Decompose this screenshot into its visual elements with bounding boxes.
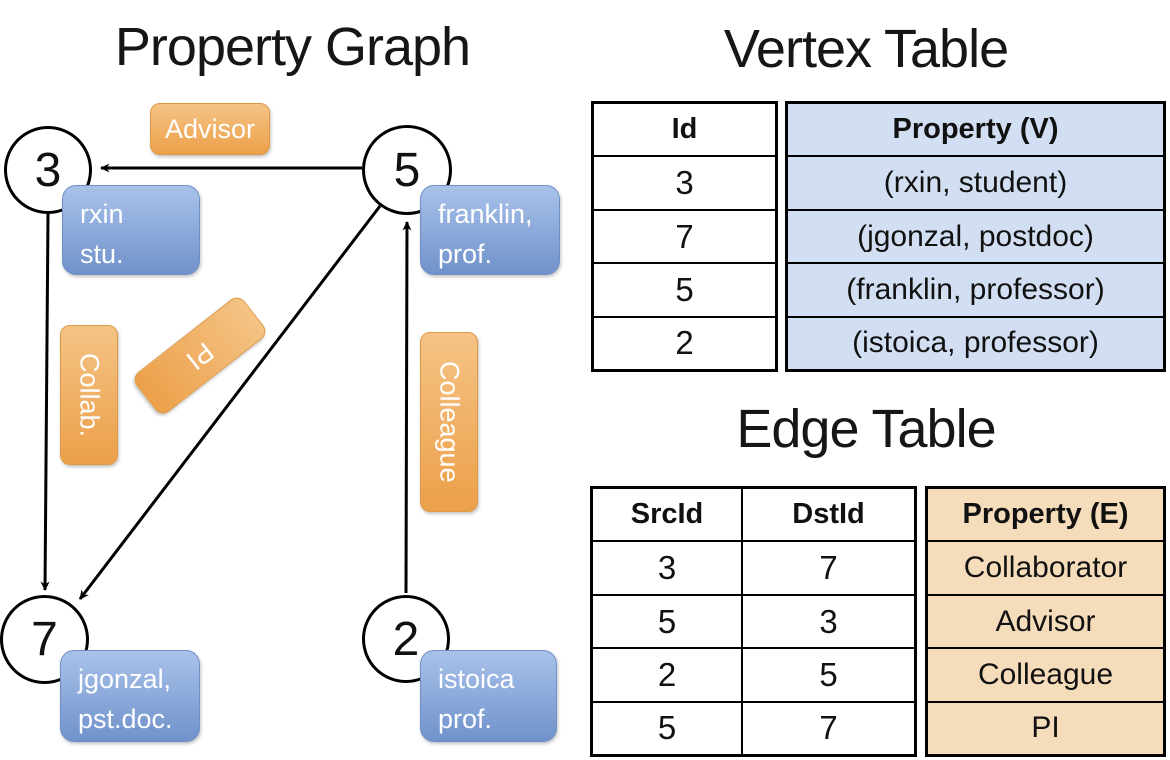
edge-table-cell: Advisor [928,595,1163,650]
edge-table-row: 3 7 [593,542,914,596]
vertex-label-jgonzal: jgonzal, pst.doc. [60,650,200,742]
node-id: 3 [34,143,62,197]
edge-table-row: 5 7 [593,702,914,755]
edge-table-row: 5 3 [593,595,914,650]
edge-table-cell: 3 [593,542,743,594]
vertex-label-rxin: rxin stu. [62,185,200,275]
vertex-label-line: istoica [438,664,515,694]
vertex-label-line: stu. [80,239,124,269]
vertex-label-line: jgonzal, [78,664,172,694]
edge-table-title: Edge Table [736,399,996,459]
edge-table-cell: Collaborator [928,542,1163,596]
edge-table-header-property: Property (E) [928,489,1163,543]
edge-table-header-dstid: DstId [792,498,865,531]
vertex-table-cell: (istoica, professor) [788,317,1163,370]
vertex-table-cell: 3 [594,157,775,211]
edge-2-to-5 [402,221,412,594]
vertex-table-header-property: Property (V) [788,104,1163,158]
vertex-table-cell: (rxin, student) [788,157,1163,211]
vertex-table-id-column: Id 3 7 5 2 [591,101,778,372]
vertex-table-cell: 5 [594,264,775,318]
edge-table-cell: Colleague [928,649,1163,703]
edge-table-cell: PI [928,702,1163,755]
vertex-table-cell: (franklin, professor) [788,264,1163,318]
vertex-table-cell: 7 [594,211,775,265]
edge-table-cell: 2 [593,649,743,701]
edge-table-cell: 5 [593,595,743,648]
node-id: 2 [392,612,420,666]
edge-label-collab: Collab. [60,325,118,465]
vertex-label-istoica: istoica prof. [420,650,557,742]
edge-table-header-srcid: SrcId [593,489,743,541]
node-id: 7 [31,613,58,666]
edge-label-advisor: Advisor [150,103,270,155]
vertex-table-property-column: Property (V) (rxin, student) (jgonzal, p… [785,101,1166,372]
vertex-table-header-id: Id [594,104,775,158]
vertex-table-title: Vertex Table [723,19,1009,79]
vertex-label-franklin: franklin, prof. [420,185,560,275]
graph-node-5: 5 [362,125,452,215]
vertex-table-cell: 2 [675,324,694,362]
edge-table-cell: 7 [819,709,838,747]
edge-table-row: 2 5 [593,649,914,703]
property-graph-title: Property Graph [114,17,471,77]
vertex-table-cell: (jgonzal, postdoc) [788,210,1163,265]
edge-table-cell: 7 [819,549,838,587]
edge-table-property-column: Property (E) Collaborator Advisor Collea… [925,486,1166,757]
edge-table-cell: 5 [593,702,743,755]
edge-label-colleague: Colleague [420,332,478,512]
vertex-label-line: franklin, [438,199,533,229]
edge-3-to-7 [40,213,50,591]
vertex-label-line: prof. [438,704,493,734]
edge-table-cell: 5 [819,655,838,693]
vertex-label-line: pst.doc. [78,704,173,734]
edge-table-id-columns: SrcId DstId 3 7 5 3 2 5 5 7 [590,486,917,757]
vertex-label-line: rxin [80,199,124,229]
graph-node-2: 2 [362,595,450,683]
edge-table-header-row: SrcId DstId [593,489,914,543]
node-id: 5 [393,143,421,197]
edge-5-to-7 [78,205,382,600]
vertex-label-line: prof. [438,239,493,269]
edge-table-cell: 3 [819,602,838,640]
graph-edges [40,163,412,600]
